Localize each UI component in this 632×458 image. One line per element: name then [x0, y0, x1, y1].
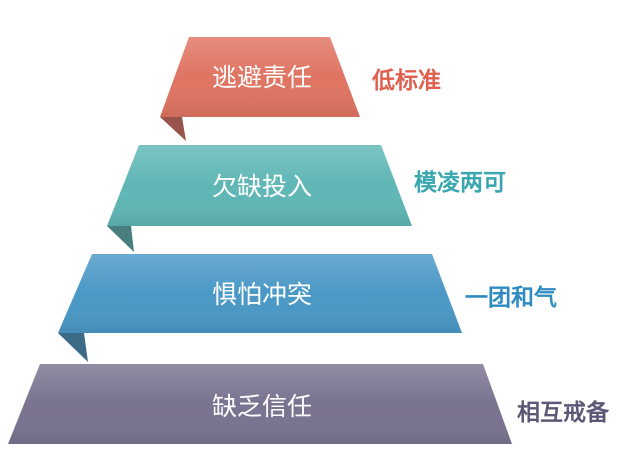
pyramid-tier-1: 逃避责任 低标准 — [160, 37, 441, 141]
tier-3-sheen — [58, 254, 462, 333]
tier-3-consequence: 一团和气 — [465, 284, 557, 311]
tier-2-label: 欠缺投入 — [212, 172, 312, 201]
tier-4-sheen — [8, 364, 512, 444]
tier-3-fold — [58, 333, 88, 362]
tier-2-consequence: 模凌两可 — [414, 170, 506, 196]
tier-4-consequence: 相互戒备 — [517, 399, 610, 426]
pyramid-tier-2: 欠缺投入 模凌两可 — [107, 145, 506, 252]
tier-2-sheen — [107, 145, 412, 226]
tier-1-consequence: 低标准 — [371, 68, 441, 94]
tier-4-label: 缺乏信任 — [212, 392, 312, 421]
pyramid-tier-3: 惧怕冲突 一团和气 — [58, 254, 557, 362]
tier-1-sheen — [160, 37, 360, 117]
pyramid-tier-4: 缺乏信任 相互戒备 — [8, 364, 610, 444]
tier-2-fold — [107, 226, 134, 252]
tier-1-fold — [160, 117, 186, 141]
tier-1-label: 逃避责任 — [212, 63, 312, 92]
tier-3-label: 惧怕冲突 — [212, 280, 312, 309]
